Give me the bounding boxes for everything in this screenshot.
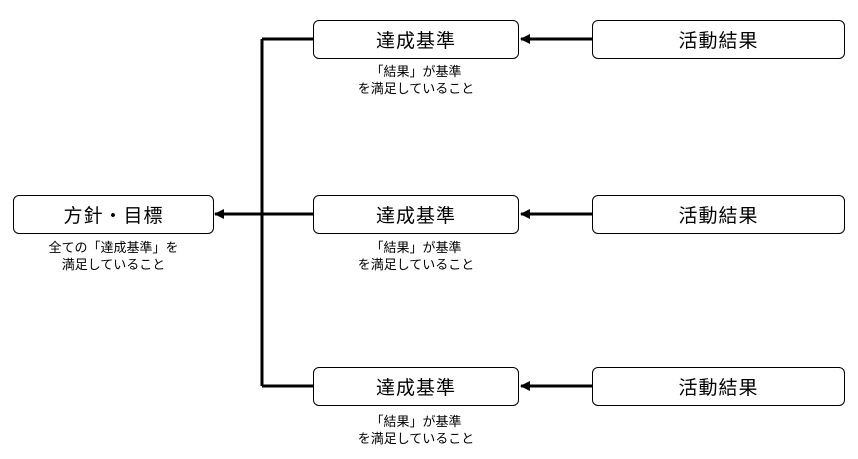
goal-note-line: 全ての「達成基準」を: [48, 241, 179, 256]
criteria-note-line: を満足していること: [357, 432, 475, 447]
result-node-top[interactable]: 活動結果: [592, 20, 845, 59]
goal-node[interactable]: 方針・目標: [13, 195, 214, 234]
criteria-note-line: 「結果」が基準: [370, 65, 462, 80]
result-node-label: 活動結果: [678, 205, 759, 227]
result-node-label: 活動結果: [678, 377, 759, 399]
result-node-label: 活動結果: [678, 30, 759, 52]
criteria-note-bottom: 「結果」が基準 を満足していること: [313, 414, 519, 448]
criteria-node-label: 達成基準: [375, 30, 456, 52]
criteria-note-middle: 「結果」が基準 を満足していること: [313, 240, 519, 274]
result-node-bottom[interactable]: 活動結果: [592, 367, 845, 406]
criteria-note-top: 「結果」が基準 を満足していること: [313, 64, 519, 98]
goal-node-label: 方針・目標: [63, 205, 164, 227]
criteria-note-line: 「結果」が基準: [370, 415, 462, 430]
criteria-node-top[interactable]: 達成基準: [313, 20, 519, 59]
criteria-node-label: 達成基準: [375, 205, 456, 227]
goal-note: 全ての「達成基準」を 満足していること: [13, 240, 214, 274]
criteria-note-line: 「結果」が基準: [370, 241, 462, 256]
criteria-node-bottom[interactable]: 達成基準: [313, 367, 519, 406]
criteria-note-line: を満足していること: [357, 82, 475, 97]
criteria-node-middle[interactable]: 達成基準: [313, 195, 519, 234]
goal-note-line: 満足していること: [61, 258, 166, 273]
criteria-node-label: 達成基準: [375, 377, 456, 399]
criteria-note-line: を満足していること: [357, 258, 475, 273]
result-node-middle[interactable]: 活動結果: [592, 195, 845, 234]
